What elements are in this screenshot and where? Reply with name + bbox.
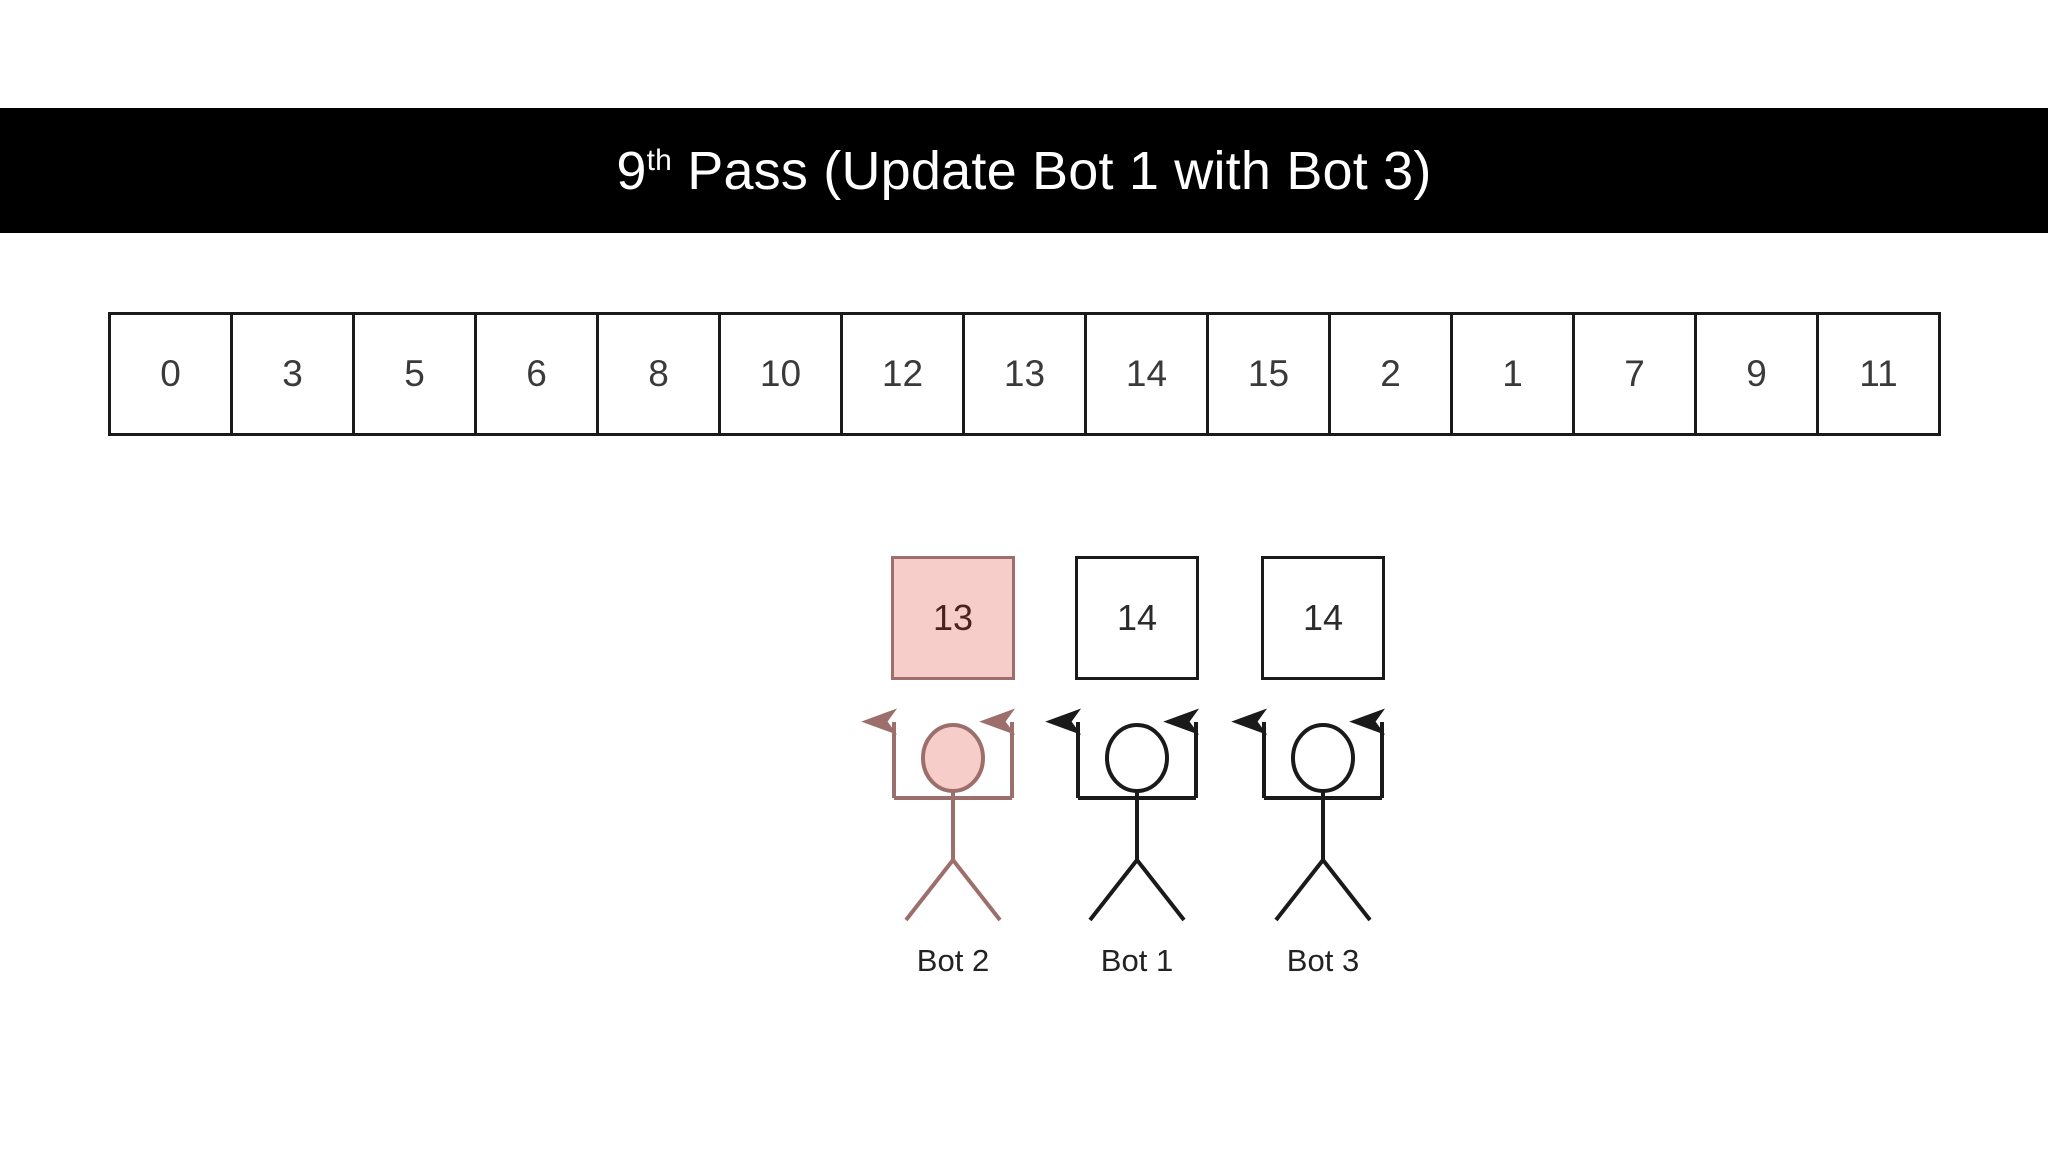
array-cell: 3 bbox=[233, 312, 355, 436]
bot-label: Bot 2 bbox=[916, 943, 990, 978]
array-cell: 1 bbox=[1453, 312, 1575, 436]
bot-value-box: 14 bbox=[1075, 556, 1199, 680]
array-cell: 14 bbox=[1087, 312, 1209, 436]
title-ordinal-suffix: th bbox=[646, 143, 673, 177]
stick-figure-icon bbox=[1208, 688, 1438, 938]
title-ordinal-number: 9 bbox=[616, 140, 647, 201]
array-cell: 13 bbox=[965, 312, 1087, 436]
bot-value-box: 13 bbox=[891, 556, 1015, 680]
array-cell: 15 bbox=[1209, 312, 1331, 436]
array-cell: 10 bbox=[721, 312, 843, 436]
stick-figure-icon bbox=[1022, 688, 1252, 938]
array-cell: 6 bbox=[477, 312, 599, 436]
title-rest: Pass (Update Bot 1 with Bot 3) bbox=[672, 140, 1432, 201]
array-cell: 9 bbox=[1697, 312, 1819, 436]
bot-label: Bot 3 bbox=[1286, 943, 1360, 978]
array-cell: 5 bbox=[355, 312, 477, 436]
array-cell: 2 bbox=[1331, 312, 1453, 436]
array-cell: 7 bbox=[1575, 312, 1697, 436]
stick-figure-icon bbox=[838, 688, 1068, 938]
array-cell: 11 bbox=[1819, 312, 1941, 436]
page-title: 9th Pass (Update Bot 1 with Bot 3) bbox=[616, 144, 1431, 198]
array-cell: 12 bbox=[843, 312, 965, 436]
bot-value-box: 14 bbox=[1261, 556, 1385, 680]
title-bar: 9th Pass (Update Bot 1 with Bot 3) bbox=[0, 108, 2048, 233]
array-cell: 8 bbox=[599, 312, 721, 436]
array-cell: 0 bbox=[111, 312, 233, 436]
bot-label: Bot 1 bbox=[1100, 943, 1174, 978]
